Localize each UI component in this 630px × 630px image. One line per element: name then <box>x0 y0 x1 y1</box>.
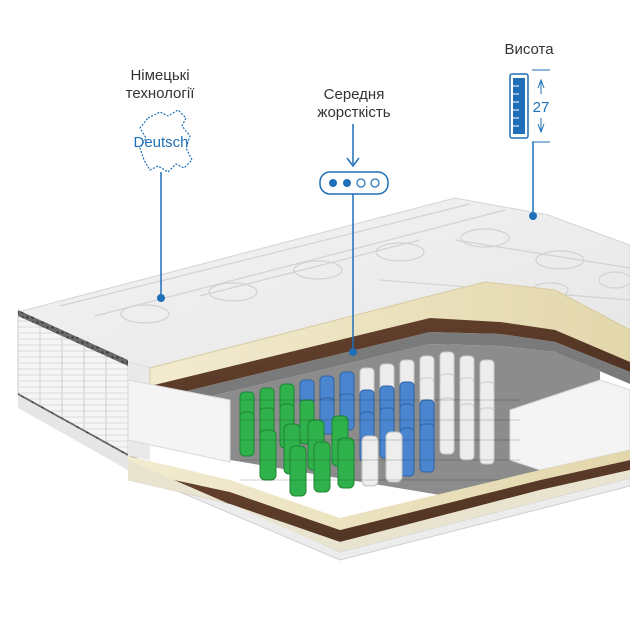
height-label: Висота <box>504 41 554 58</box>
germany-map-icon: Deutsch <box>133 109 193 173</box>
height-gauge-icon: 27 <box>509 69 550 143</box>
height-value: 27 <box>533 99 550 116</box>
firmness-marker-dot <box>349 348 357 356</box>
firmness-label: Середня жорсткість <box>317 86 391 121</box>
deutsch-badge: Deutsch <box>133 134 188 151</box>
german-tech-label: Німецькі технології <box>125 67 195 102</box>
pocket-springs <box>239 351 520 497</box>
coir-layer-bottom <box>128 460 630 542</box>
foam-edge-right <box>509 379 630 471</box>
coir-layer-top <box>150 318 630 400</box>
firmness-indicator-icon <box>319 124 389 195</box>
height-marker-dot <box>529 212 537 220</box>
latex-foam-bottom <box>128 450 630 530</box>
mattress-piping-top <box>18 310 128 366</box>
foam-edge-left <box>127 379 231 463</box>
german-marker-dot <box>157 294 165 302</box>
